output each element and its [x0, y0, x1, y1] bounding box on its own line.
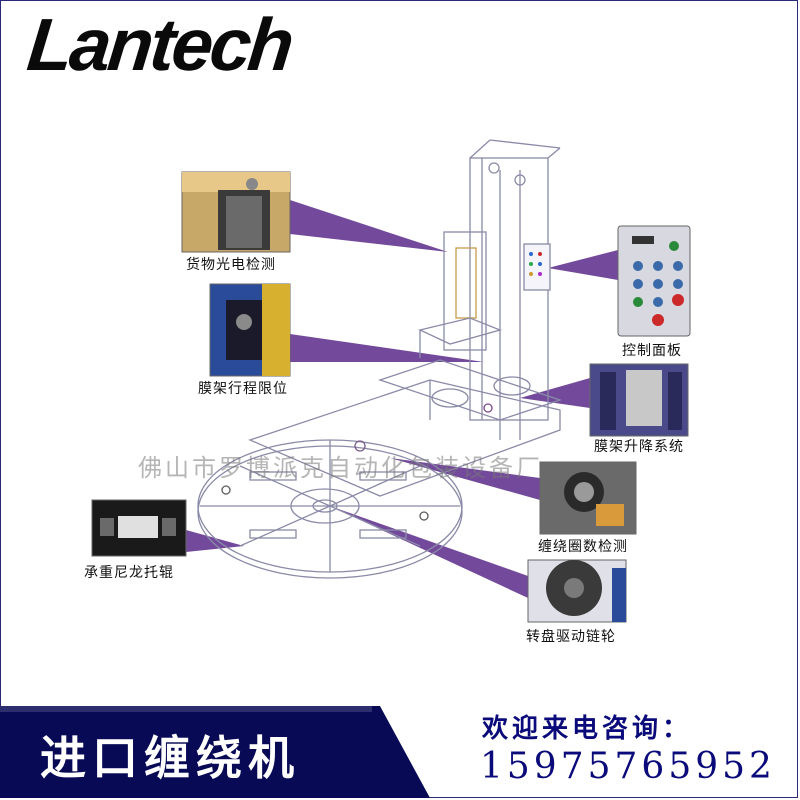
photo-lift-system [589, 363, 689, 437]
base-frame [221, 359, 563, 521]
mast [418, 139, 561, 440]
banner-title: 进口缠绕机 [40, 731, 300, 785]
pointer-carriage-limit [290, 334, 484, 362]
contact-phone[interactable]: 15975765952 [480, 746, 776, 787]
pointer-control-panel [548, 250, 618, 280]
caption-cargo-sensor: 货物光电检测 [186, 257, 276, 273]
banner-highlight [0, 706, 372, 712]
pointer-lift-system [520, 378, 590, 408]
pointer-cargo-sensor [290, 200, 448, 252]
pointer-sprocket [330, 506, 528, 598]
photo-cargo-sensor [181, 171, 291, 253]
photo-wrap-count [539, 461, 637, 535]
watermark-text: 佛山市罗博派克自动化包装设备厂 [138, 454, 543, 482]
pointer-nylon-roller [186, 530, 244, 552]
control-box-buttons [529, 252, 542, 276]
photo-nylon-roller [91, 499, 187, 557]
photo-control-panel [617, 225, 691, 337]
caption-wrap-count: 缠绕圈数检测 [538, 539, 628, 555]
caption-lift-system: 膜架升降系统 [594, 439, 684, 455]
photo-sprocket [527, 559, 627, 623]
turntable [197, 439, 463, 579]
pointer-wedges [186, 200, 618, 598]
pointer-wrap-count [390, 458, 540, 500]
title-banner [0, 706, 430, 798]
contact-welcome: 欢迎来电咨询： [482, 714, 693, 744]
caption-sprocket: 转盘驱动链轮 [526, 629, 616, 645]
caption-control-panel: 控制面板 [622, 343, 682, 359]
caption-carriage-limit: 膜架行程限位 [198, 381, 288, 397]
photo-carriage-limit [209, 283, 291, 377]
caption-nylon-roller: 承重尼龙托辊 [84, 565, 174, 581]
